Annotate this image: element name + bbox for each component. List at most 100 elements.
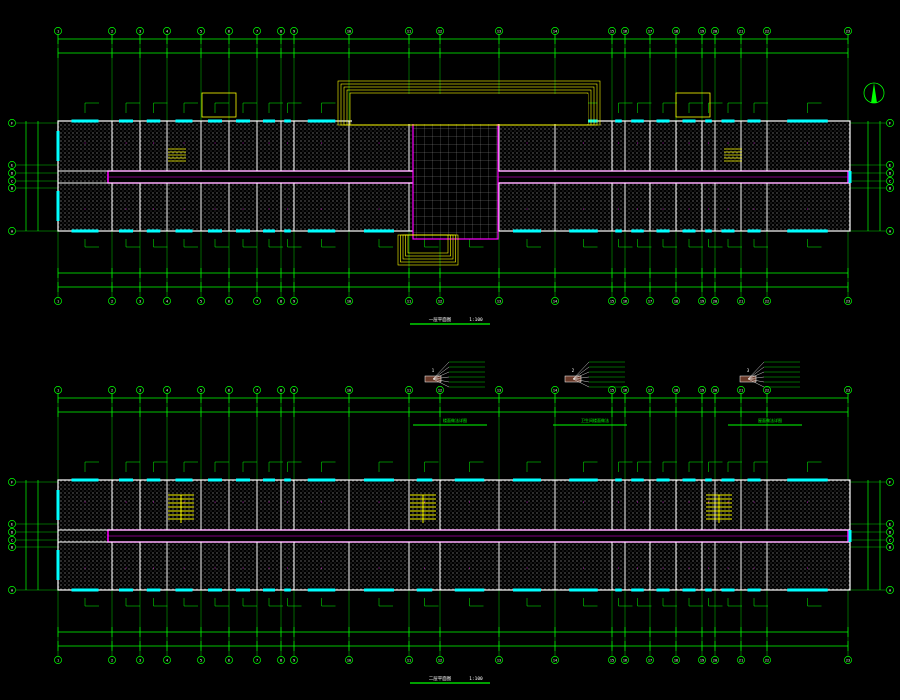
window (721, 119, 735, 123)
axis-label: 12 (438, 389, 442, 393)
detail-leader (572, 376, 590, 380)
row-axis-bubble (886, 520, 894, 528)
row-axis-label: A (889, 230, 892, 234)
axis-label: 8 (280, 300, 282, 304)
axis-label: 17 (648, 389, 652, 393)
detail-leader (572, 366, 590, 380)
window (656, 119, 670, 123)
window (263, 588, 275, 592)
axis-label: 23 (846, 659, 850, 663)
window (848, 171, 852, 183)
room-tag: · (752, 206, 756, 213)
room-tag: · (241, 206, 245, 213)
room-tag: · (320, 499, 324, 506)
window (631, 588, 644, 592)
room-tag: · (726, 140, 730, 147)
axis-label: 7 (256, 389, 258, 393)
detail-leader (432, 378, 450, 383)
axis-label: 20 (713, 30, 717, 34)
window (656, 478, 670, 482)
window (454, 478, 485, 482)
room-tag: · (241, 140, 245, 147)
axis-label: 13 (497, 659, 501, 663)
row-axis-label: E (11, 164, 13, 168)
window (119, 119, 133, 123)
room-tag: · (752, 499, 756, 506)
row-axis-label: B (889, 187, 891, 191)
axis-bubble (672, 297, 680, 305)
detail-leader (432, 376, 450, 380)
axis-bubble (54, 297, 62, 305)
stair-entry (675, 92, 711, 118)
window (364, 588, 394, 592)
axis-bubble (225, 297, 233, 305)
window (721, 229, 735, 233)
row-axis-label: A (11, 589, 14, 593)
detail-leader (572, 378, 590, 383)
window (175, 229, 193, 233)
row-axis-bubble (886, 478, 894, 486)
room-tag: · (636, 206, 640, 213)
axis-bubble (737, 297, 745, 305)
axis-label: 18 (674, 389, 678, 393)
window (682, 229, 696, 233)
window (848, 530, 852, 542)
detail-leader (747, 361, 765, 380)
window (146, 229, 161, 233)
room-tag: · (525, 206, 529, 213)
window (56, 490, 60, 520)
axis-bubble (551, 297, 559, 305)
window (307, 588, 336, 592)
detail-leader (747, 376, 765, 380)
room-tag: · (423, 565, 427, 572)
room-tag: · (661, 499, 665, 506)
axis-bubble (54, 656, 62, 664)
axis-label: 18 (674, 659, 678, 663)
row-axis-label: B (889, 546, 891, 550)
room-tag: · (752, 140, 756, 147)
window (721, 478, 735, 482)
window (284, 478, 291, 482)
room-tag: · (661, 565, 665, 572)
window (705, 478, 712, 482)
row-axis-label: F (889, 122, 891, 126)
room-tag: · (182, 565, 186, 572)
window (71, 588, 99, 592)
row-axis-label: D (11, 172, 13, 176)
row-axis-bubble (8, 478, 16, 486)
row-axis-bubble (886, 528, 894, 536)
room-tag: · (806, 206, 810, 213)
axis-bubble (225, 656, 233, 664)
axis-label: 23 (846, 30, 850, 34)
axis-label: 11 (407, 389, 411, 393)
row-axis-label: B (11, 546, 13, 550)
window (307, 119, 336, 123)
room-tag: · (83, 206, 87, 213)
window (175, 119, 193, 123)
window (56, 131, 60, 161)
axis-label: 5 (200, 389, 202, 393)
window (513, 588, 541, 592)
window (656, 588, 670, 592)
row-axis-bubble (8, 586, 16, 594)
room-tag: · (687, 565, 691, 572)
row-axis-bubble (8, 528, 16, 536)
window (364, 229, 394, 233)
axis-label: 4 (166, 30, 168, 34)
window (307, 229, 336, 233)
window (569, 229, 598, 233)
axis-label: 5 (200, 30, 202, 34)
axis-label: 10 (347, 30, 351, 34)
axis-bubble (621, 297, 629, 305)
detail-leader (747, 371, 765, 380)
axis-label: 14 (553, 300, 557, 304)
axis-bubble (608, 656, 616, 664)
row-axis-label: B (11, 187, 13, 191)
axis-label: 22 (765, 30, 769, 34)
detail-number: 1 (432, 368, 435, 373)
row-axis-label: F (11, 481, 13, 485)
window (208, 229, 222, 233)
window (71, 119, 99, 123)
row-axis-label: D (11, 531, 13, 535)
